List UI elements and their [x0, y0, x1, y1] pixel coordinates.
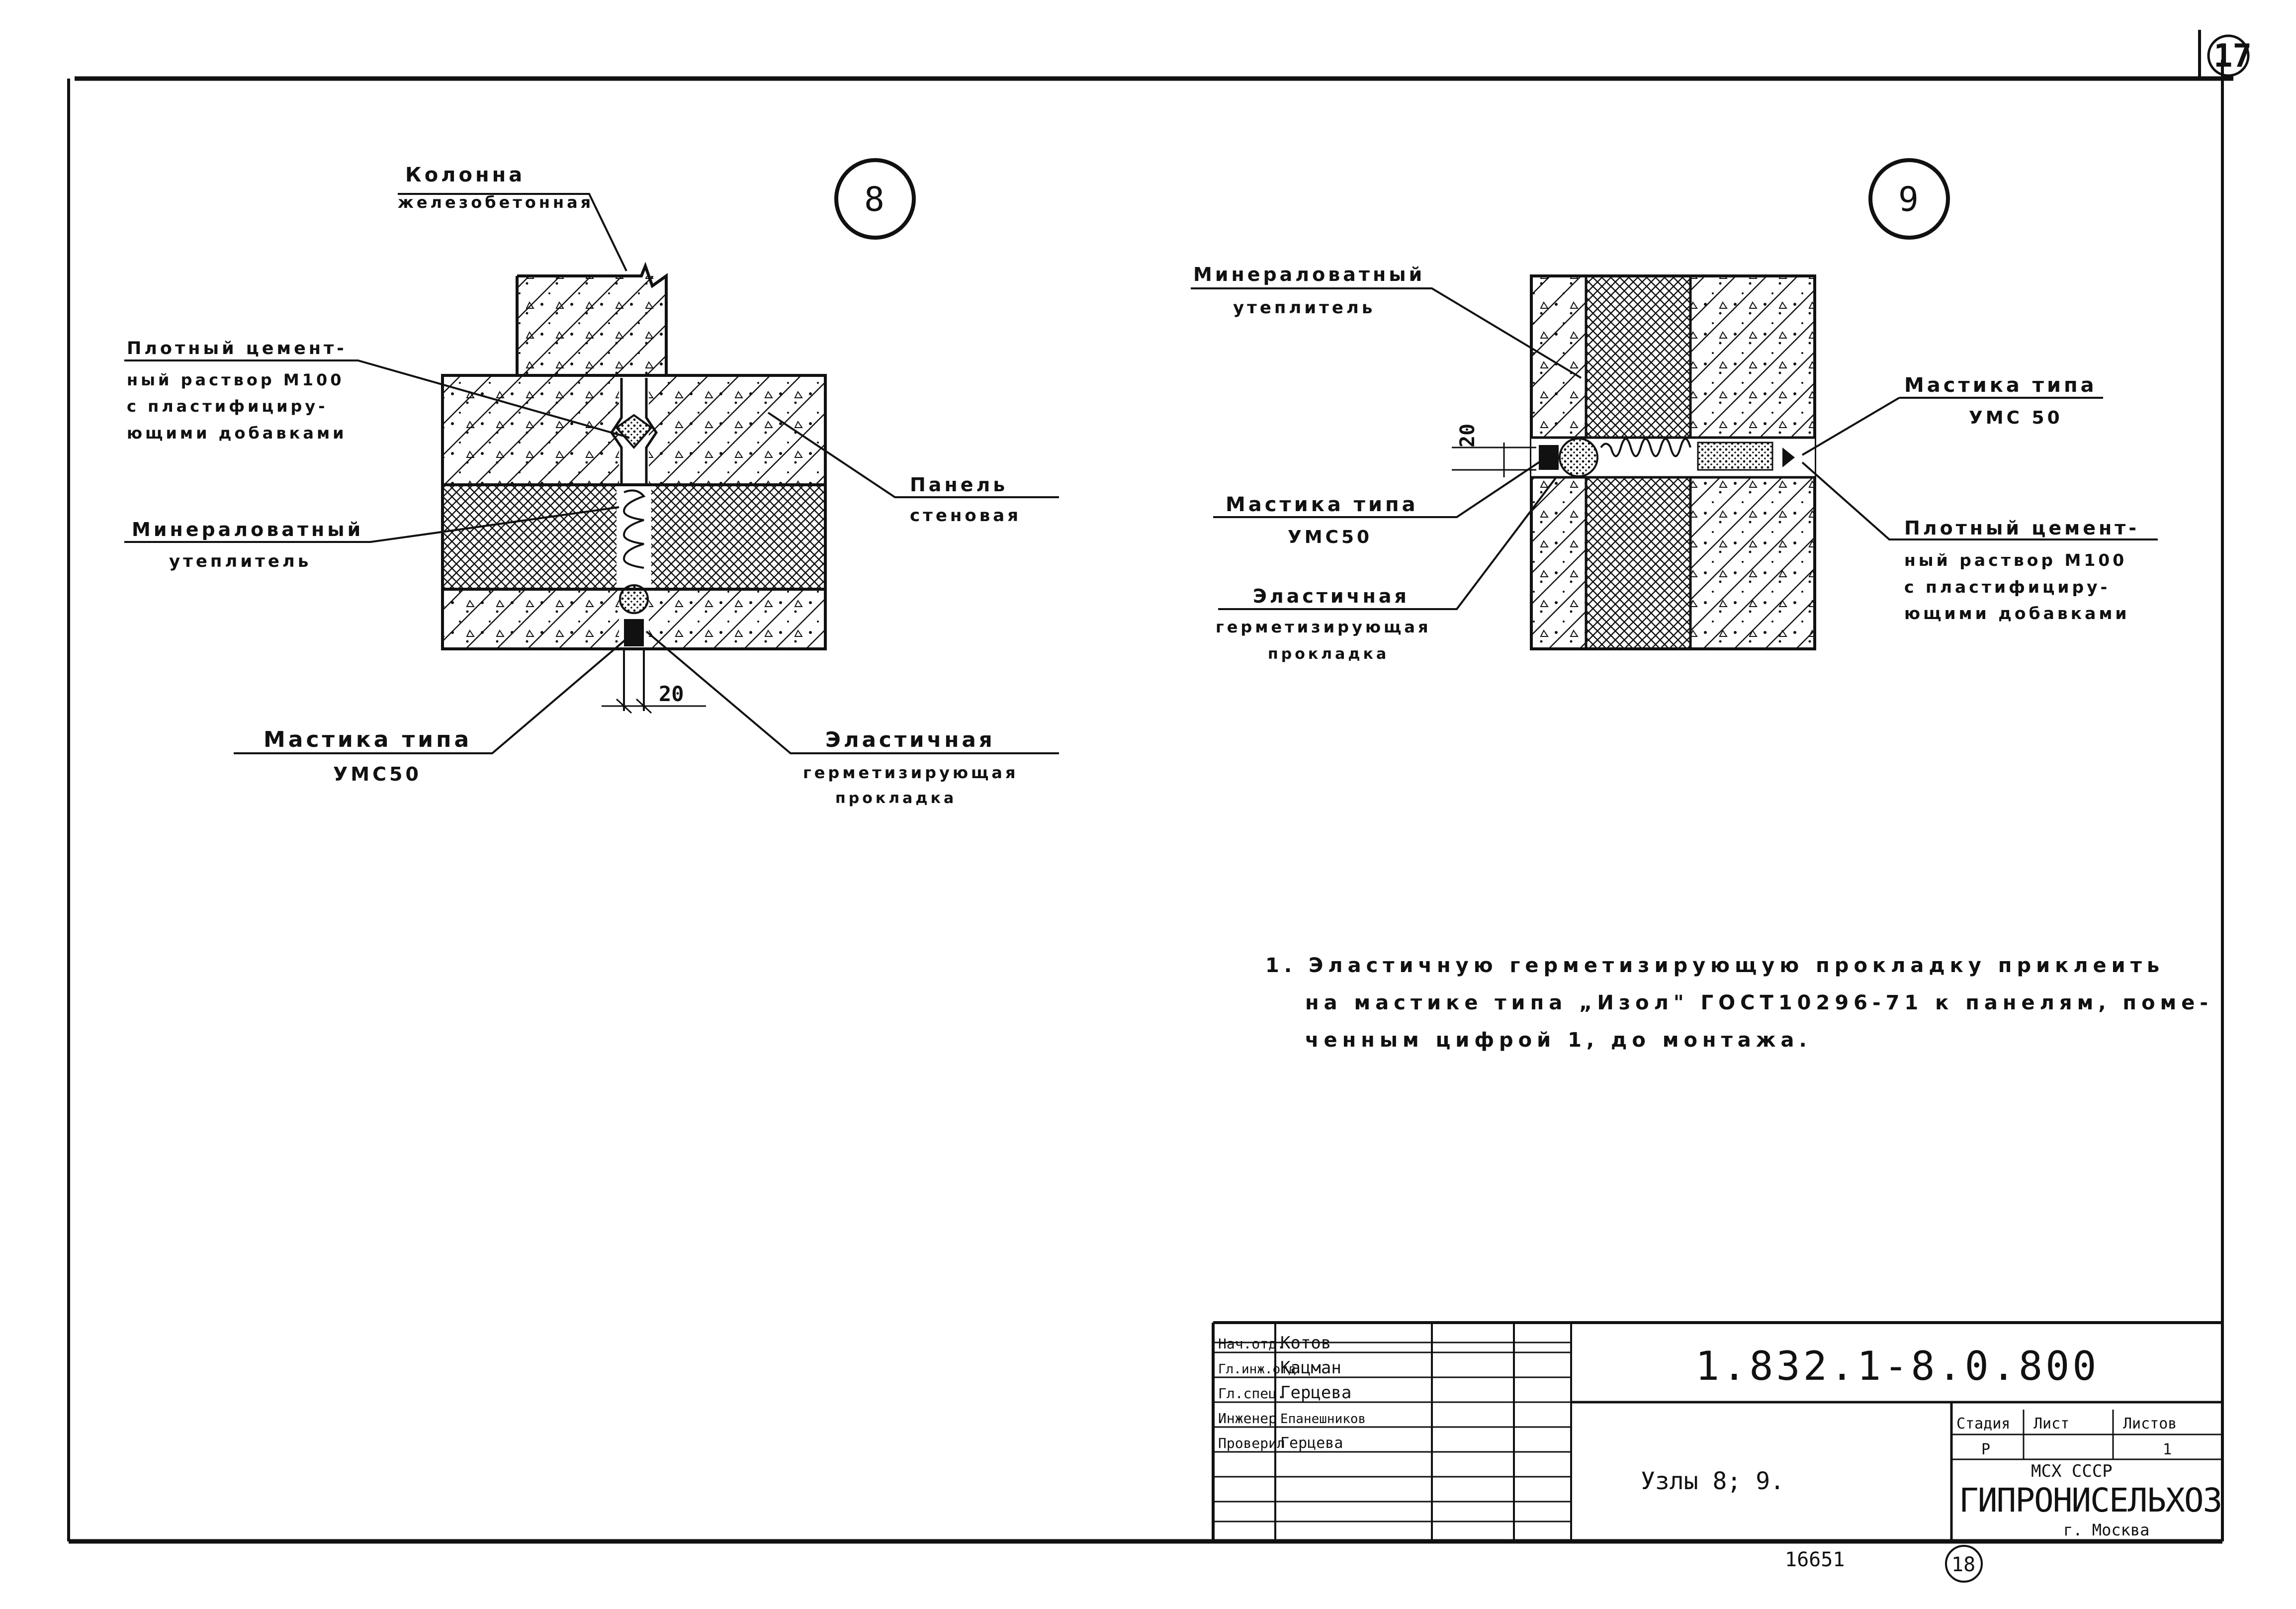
org-city: г. Москва	[2063, 1520, 2149, 1539]
drawing-title: Узлы 8; 9.	[1641, 1467, 1784, 1495]
org-ministry: МСХ СССР	[2031, 1461, 2113, 1481]
title-name-1: Котов	[1280, 1333, 1331, 1353]
sheet-corner-mark: 17	[2207, 34, 2252, 77]
node-8-gasket-label-2: герметизирующая	[803, 763, 1019, 782]
sheet-frame	[67, 30, 2233, 1544]
node-8-mortar-label-3: с пластифициру-	[127, 397, 328, 416]
title-block: Нач.отд. Гл.инж.отд Гл.спец. Инженер Про…	[1212, 1321, 2222, 1541]
node-9-mortar-label-1: Плотный цемент-	[1904, 517, 2139, 539]
node-9-mortar-label-2: ный раствор М100	[1904, 550, 2127, 570]
title-name-3: Герцева	[1280, 1383, 1351, 1403]
node-8-column-section	[516, 262, 668, 375]
sheet-header: Лист	[2033, 1415, 2069, 1432]
note-line-2: на мастике типа „Изол" ГОСТ10296-71 к па…	[1305, 991, 2213, 1014]
node-8-panel-inner-layer	[441, 584, 827, 650]
node-9-mortar-label-3: с пластифициру-	[1904, 577, 2110, 597]
node-9-gasket-label-2: герметизирующая	[1216, 618, 1431, 636]
node-8-panel-label-1: Панель	[910, 474, 1008, 496]
node-9-gasket-label-1: Эластичная	[1253, 585, 1410, 607]
node-9-mortar-label-4: ющими добавками	[1904, 604, 2130, 623]
node-9-mastic-right-label-1: Мастика типа	[1904, 374, 2097, 397]
node-9-leaders	[1191, 287, 2158, 610]
title-name-2: Кацман	[1280, 1358, 1341, 1378]
title-name-5: Герцева	[1280, 1434, 1343, 1452]
bottom-page-mark: 18	[1945, 1545, 1983, 1583]
node-8-marker: 8	[864, 180, 884, 219]
org-name: ГИПРОНИСЕЛЬХОЗ	[1959, 1481, 2221, 1520]
note-line-3: ченным цифрой 1, до монтажа.	[1305, 1029, 1812, 1052]
sheets-header: Листов	[2123, 1415, 2177, 1432]
node-9-marker-circle	[1868, 158, 1950, 240]
title-role-2: Гл.инж.отд	[1218, 1362, 1296, 1377]
node-9-wool-label-1: Минераловатный	[1193, 264, 1425, 285]
title-role-5: Проверил	[1218, 1435, 1285, 1451]
node-8-mortar-label-1: Плотный цемент-	[127, 339, 347, 358]
node-8-dim-text: 20	[659, 682, 684, 706]
note-line-1: 1. Эластичную герметизирующую прокладку …	[1265, 954, 2164, 977]
node-8-column-label-2: железобетонная	[398, 193, 594, 212]
stage-header: Стадия	[1956, 1415, 2010, 1432]
title-name-4: Епанешников	[1280, 1412, 1366, 1427]
title-role-3: Гл.спец.	[1218, 1385, 1285, 1402]
node-9-marker: 9	[1898, 180, 1919, 219]
node-8-leaders	[124, 193, 1059, 754]
document-code: 1.832.1-8.0.800	[1695, 1343, 2099, 1389]
node-8-wool-label-1: Минераловатный	[132, 519, 363, 540]
bottom-page-number: 18	[1951, 1553, 1975, 1576]
node-8-drawing: 8	[124, 158, 1059, 807]
node-8-column-label-1: Колонна	[405, 164, 525, 186]
node-9-mastic-left-label-2: УМС50	[1288, 527, 1372, 547]
node-8-mortar-label-2: ный раствор М100	[127, 370, 345, 389]
sheet-corner-number: 17	[2213, 38, 2252, 75]
title-role-1: Нач.отд.	[1218, 1336, 1285, 1352]
node-9-mastic-right-label-2: УМС 50	[1969, 408, 2063, 428]
node-8-panel-label-2: стеновая	[910, 506, 1021, 526]
node-9-mastic-left-label-1: Мастика типа	[1226, 493, 1418, 516]
node-8-gasket-label-1: Эластичная	[825, 727, 995, 752]
node-8-marker-circle	[834, 158, 916, 240]
node-8-mastic-label-1: Мастика типа	[264, 727, 472, 752]
inventory-number: 16651	[1785, 1548, 1845, 1571]
node-9-joint: 20	[1452, 424, 1815, 479]
node-8-wool-label-2: утеплитель	[169, 551, 311, 571]
node-9-dim-text: 20	[1456, 424, 1479, 447]
stage-value: Р	[1981, 1441, 1990, 1458]
node-8-insulation-layer	[441, 483, 827, 591]
node-8-panel-outer-layer	[441, 374, 827, 486]
node-8-mastic-label-2: УМС50	[333, 763, 422, 785]
title-role-4: Инженер	[1218, 1410, 1277, 1427]
sheets-value: 1	[2163, 1441, 2172, 1458]
assembly-note: 1. Эластичную герметизирующую прокладку …	[1265, 954, 2213, 1052]
node-8-dimension-20: 20	[602, 649, 706, 714]
node-8-gasket-label-3: прокладка	[835, 790, 957, 807]
node-9-drawing: 9 20	[1191, 158, 2158, 663]
node-8-mortar-label-4: ющими добавками	[127, 424, 347, 443]
node-9-wool-label-2: утеплитель	[1233, 298, 1375, 318]
node-9-gasket-label-3: прокладка	[1268, 645, 1389, 663]
